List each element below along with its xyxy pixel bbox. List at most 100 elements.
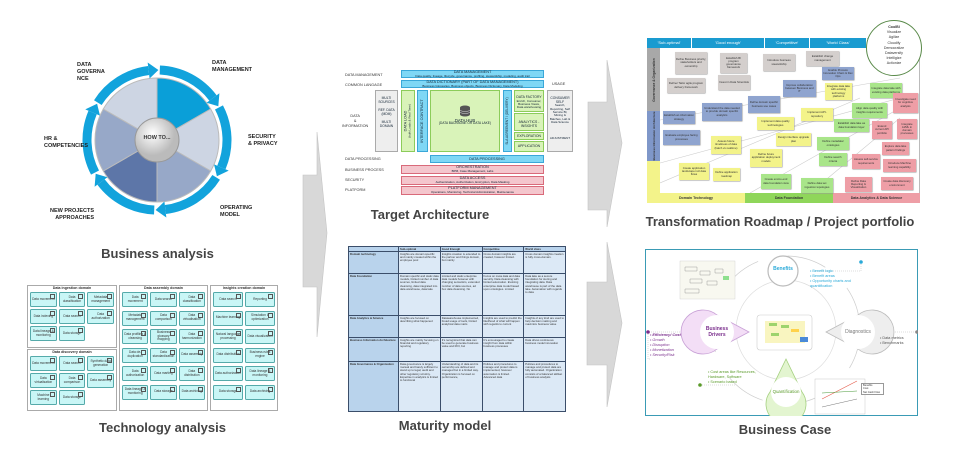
column-header xyxy=(348,245,399,253)
label-new-projects: NEW PROJECTS APPROACHES xyxy=(50,208,95,221)
capability-tile: Data virtualisation xyxy=(178,310,205,326)
bottom-domain-technology: Domain Technology xyxy=(647,193,745,203)
capability-tile: Data standardization xyxy=(150,347,177,363)
data-load-box: DATA LOAD(bulk Loads & Real Time) xyxy=(401,90,415,152)
cycle-arrow xyxy=(214,105,232,170)
benefits-list: Benefit logicBenefit areasOpportunity ch… xyxy=(810,269,870,289)
business-analysis-wheel xyxy=(82,62,232,218)
diagnostics-title: Diagnostics xyxy=(845,329,871,335)
capability-tile: Metadata management xyxy=(122,310,149,326)
arrowhead xyxy=(214,164,229,177)
capability-tile: Business rules engine xyxy=(245,347,275,363)
arrowhead xyxy=(94,173,108,187)
label-data-governance: DATA GOVERNA NCE xyxy=(77,62,105,82)
list-item: Security/Risk xyxy=(650,353,695,358)
benefits-circle xyxy=(767,255,799,287)
row-header: Business Information Architecture xyxy=(348,337,399,363)
capability-tile: Reporting xyxy=(245,292,275,307)
side-label: Business Information Architecture xyxy=(651,111,656,161)
roadmap-note: Integrate AI/ML in domain processes xyxy=(897,119,917,139)
legend-entry: Cost xyxy=(863,387,869,391)
sla-box: SLA AGREEMENT / (DELIVERY) xyxy=(503,90,512,152)
list-item: Cost areas like Resources, Hardware, Sof… xyxy=(708,370,758,380)
capability-tile: Data visualization xyxy=(245,329,275,344)
arrowhead xyxy=(85,103,100,116)
roadmap-note: Implement API-repository xyxy=(801,108,833,121)
table-cell: It's recognized that data can be used to… xyxy=(439,337,483,363)
capability-tile: Data movement xyxy=(30,356,57,371)
table-cell: It's encouraged to create insight from d… xyxy=(481,337,525,363)
database-icon xyxy=(459,105,471,117)
list-item: Benchmarks xyxy=(880,341,920,346)
label-security: SECURITY xyxy=(345,178,365,182)
label-business-process: BUSINESS PROCESS xyxy=(345,168,384,172)
cycle-arrow xyxy=(82,110,100,175)
roadmap-note: Create application landscape incl data f… xyxy=(679,163,709,180)
bar-sub: Operations, Monitoring, Technical Admini… xyxy=(431,189,514,194)
legend-entry: Benefits xyxy=(863,384,873,387)
table-cell: Policies and procedures to manage and pr… xyxy=(481,361,525,413)
adjustment-label: ADJUSTMENT xyxy=(549,135,571,140)
bar-title: PLATFORM MANAGEMENT xyxy=(448,186,497,190)
data-load-sub: (bulk Loads & Real Time) xyxy=(407,104,412,138)
bar-sub: Business Glossaries, Business objects, B… xyxy=(422,83,523,88)
roadmap-note: Define future application deployment mod… xyxy=(750,149,782,167)
roadmap-note: Create end-to-end data foundation view xyxy=(761,174,791,189)
wheel-hub xyxy=(134,117,180,163)
capability-tile: Data search xyxy=(150,292,177,307)
cycle-arrow xyxy=(159,65,217,101)
capability-tile: Data classification xyxy=(178,292,205,307)
capability-tile: Data storage xyxy=(150,384,177,400)
arrow-right-bottom xyxy=(586,241,623,408)
arrow-right-top xyxy=(587,59,623,228)
row-header: Data Governance & Organisation xyxy=(348,361,399,413)
table-cell: Policies and procedures to manage and pr… xyxy=(523,361,566,413)
roadmap-note: Investigate need for cognitive analysis xyxy=(893,93,918,113)
business-analysis-title: Business analysis xyxy=(101,246,214,261)
roadmap-note: Invest in Data Scientists xyxy=(718,75,750,90)
row-header: Data Analytics & Science xyxy=(348,315,399,339)
capability-tile: Data authorization xyxy=(122,366,149,381)
interface-contract-box: INTERFACE CONTRACT xyxy=(417,90,428,152)
arrowhead xyxy=(147,62,159,79)
side-governance: Governance & Organization xyxy=(647,48,660,111)
roadmap-note: Introduce business stewardship xyxy=(763,54,795,71)
capability-tile: Data lineage & monitoring xyxy=(30,326,57,341)
capability-tile: Data authorization xyxy=(213,366,243,381)
roadmap-note: Establish BI program governance framewor… xyxy=(720,53,747,73)
roadmap-note: Establish data lake as data foundation l… xyxy=(834,119,869,132)
capability-tile: Simulation & optimization xyxy=(245,310,275,326)
arrow-left xyxy=(302,131,328,338)
source-multi-domain: MULTI DOMAIN xyxy=(379,120,394,128)
cycle-arrow xyxy=(94,66,150,106)
roadmap-note: Define Data Reporting & Visualization xyxy=(845,177,872,192)
roadmap-note: Establish change management xyxy=(806,51,839,66)
capability-tile: Data distribution xyxy=(178,366,205,381)
roadmap-note: Assess self-service requirements xyxy=(852,154,880,169)
capability-tile: Data comparison xyxy=(150,310,177,326)
roadmap-note: Improve collaboration between Business a… xyxy=(783,80,816,97)
roadmap-note: Define domain specific business use case… xyxy=(748,96,780,113)
roadmap-note: Understand the data needed to provide do… xyxy=(702,103,742,121)
capability-tile: Data distribution xyxy=(213,347,243,363)
data-hub-title: DATA HUB xyxy=(454,117,476,123)
maturity-level: 'Good enough' xyxy=(692,38,765,48)
coolbi-item: Democratize xyxy=(883,45,905,50)
sources-box: MULTI SOURCES REF. DATA (MDM) MULTI DOMA… xyxy=(375,90,398,152)
capability-tile: Synthetic data generation xyxy=(87,356,114,371)
capability-tile: Business glossary mapping xyxy=(150,329,177,344)
table-cell: Insights are mainly focusing on financia… xyxy=(398,337,441,363)
central-dashboard xyxy=(756,314,813,351)
capability-tile: Data storage xyxy=(213,384,243,400)
list-item: Data metrics xyxy=(880,336,920,341)
table-cell: Data drives continuous business model in… xyxy=(523,337,566,363)
cycle-arrow xyxy=(97,179,155,215)
maturity-level: 'Competitive' xyxy=(765,38,810,48)
capability-tile: Metadata management xyxy=(87,292,114,307)
